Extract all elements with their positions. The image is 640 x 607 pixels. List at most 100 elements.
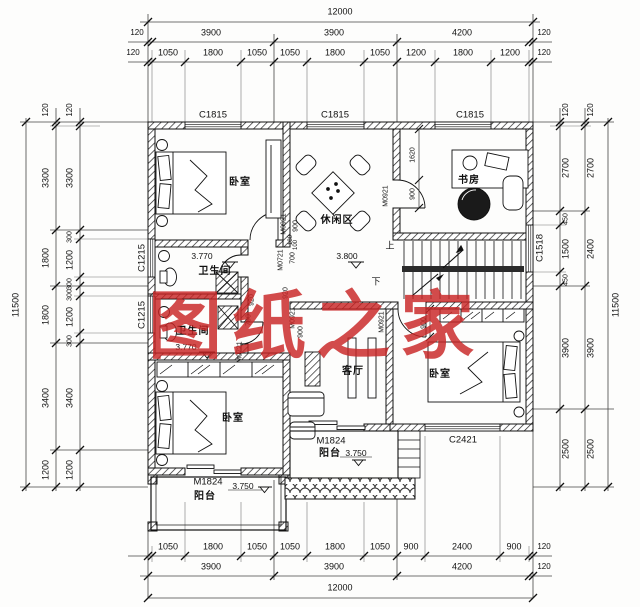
dim: 120 (537, 48, 551, 57)
dim: 120 (537, 28, 551, 37)
dim: 2500 (585, 438, 596, 460)
stairs (402, 241, 524, 299)
window-code-c2421: C2421 (449, 434, 477, 446)
dim: 1050 (246, 541, 268, 552)
dim: 1200 (64, 306, 75, 328)
dim: 1800 (324, 541, 346, 552)
window-code-c1215: C1215 (136, 244, 148, 272)
dim: 1050 (369, 541, 391, 552)
dim: 1200 (64, 249, 75, 271)
dim: 3300 (40, 167, 51, 189)
dim-top-total: 12000 (327, 6, 353, 17)
level-balcony-center: 3.750 (345, 447, 367, 458)
dimension-lines (20, 14, 614, 599)
inner-dim-100: 100 (293, 239, 299, 251)
window-code-c1215: C1215 (136, 301, 148, 329)
dim: 450 (562, 274, 570, 286)
dim: 3900 (200, 27, 222, 38)
dim: 1050 (246, 47, 268, 58)
stair-down-label: 下 (371, 276, 381, 287)
balconies (150, 430, 421, 531)
stair-up-label: 上 (385, 240, 395, 251)
dim: 2400 (451, 541, 473, 552)
furniture (155, 139, 529, 466)
dim: 120 (537, 562, 551, 571)
dim: 1050 (279, 47, 301, 58)
dim: 1050 (157, 541, 179, 552)
dim-bottom-total: 12000 (327, 582, 353, 593)
room-study: 书房 (458, 175, 480, 186)
stair-landing-rail (402, 266, 524, 272)
dim: 120 (561, 103, 570, 117)
dim: 3400 (64, 387, 75, 409)
room-bathroom-lower: 卫生间 (176, 326, 210, 337)
dim: 1050 (279, 541, 301, 552)
living-sofa (287, 391, 325, 440)
dim: 1200 (40, 459, 51, 481)
level-hall: 3.800 (336, 250, 358, 261)
dim: 3400 (40, 387, 51, 409)
window-code-c1815: C1815 (456, 109, 484, 121)
doors (186, 179, 427, 474)
room-bedroom-bottom-left: 卧室 (222, 413, 244, 424)
window-code-c1518: C1518 (534, 234, 546, 262)
dim: 1800 (202, 47, 224, 58)
dim: 3900 (200, 561, 222, 572)
outdoor-steps (397, 430, 421, 479)
study-desk (451, 149, 529, 221)
level-bath-upper: 3.770 (191, 250, 213, 261)
room-leisure: 休闲区 (320, 215, 354, 226)
dim: 300 (66, 289, 74, 301)
window-code-c1815: C1815 (321, 109, 349, 121)
dim: 2500 (560, 438, 571, 460)
dim: 2700 (585, 157, 596, 179)
leisure-table (295, 154, 371, 232)
watermark: 图纸之家 (148, 283, 484, 370)
window-code-c1815: C1815 (199, 109, 227, 121)
dim: 1800 (40, 247, 51, 269)
dim-left-total: 11500 (10, 292, 21, 318)
bed-top-left (155, 139, 227, 227)
dim: 300 (66, 335, 74, 347)
dim: 300 (66, 231, 74, 243)
dim: 900 (506, 541, 522, 552)
level-marks (199, 261, 372, 494)
dim: 450 (562, 213, 570, 225)
dim: 4200 (451, 27, 473, 38)
level-bath-lower: 3.770 (175, 341, 197, 352)
door-code-m1824: M1824 (193, 476, 223, 488)
dim: 120 (65, 103, 74, 117)
dim-right-total: 11500 (610, 292, 621, 318)
dim: 3900 (323, 27, 345, 38)
dim: 1500 (560, 238, 571, 260)
dim: 4200 (451, 561, 473, 572)
dim: 1050 (369, 47, 391, 58)
room-balcony-left: 阳台 (194, 491, 216, 502)
bed-bottom-right (427, 330, 525, 418)
inner-dim-900: 900 (409, 188, 417, 200)
windows (147, 121, 534, 432)
bathroom-upper-fixtures (158, 250, 239, 294)
room-bedroom-top-left: 卧室 (229, 177, 251, 188)
bathroom-lower-fixtures (158, 305, 239, 342)
inner-dim-700: 700 (289, 252, 297, 264)
room-bedroom-bottom-right: 卧室 (429, 369, 451, 380)
dim: 3900 (585, 337, 596, 359)
dim: 3900 (323, 561, 345, 572)
door-code-m1824: M1824 (316, 435, 346, 447)
dim: 120 (126, 48, 140, 57)
room-bathroom-upper: 卫生间 (198, 266, 232, 277)
dim: 1800 (324, 47, 346, 58)
room-balcony-center: 阳台 (319, 448, 341, 459)
door-code-m0921: M0921 (280, 213, 288, 235)
inner-dimensions (414, 124, 435, 342)
inner-dim-900: 900 (292, 220, 300, 232)
dim: 3300 (64, 167, 75, 189)
dim: 1800 (452, 47, 474, 58)
dimension-ticks (21, 17, 613, 603)
dim: 900 (403, 541, 419, 552)
level-balcony-left: 3.750 (232, 480, 254, 491)
dim: 3900 (560, 337, 571, 359)
dim: 2700 (560, 157, 571, 179)
